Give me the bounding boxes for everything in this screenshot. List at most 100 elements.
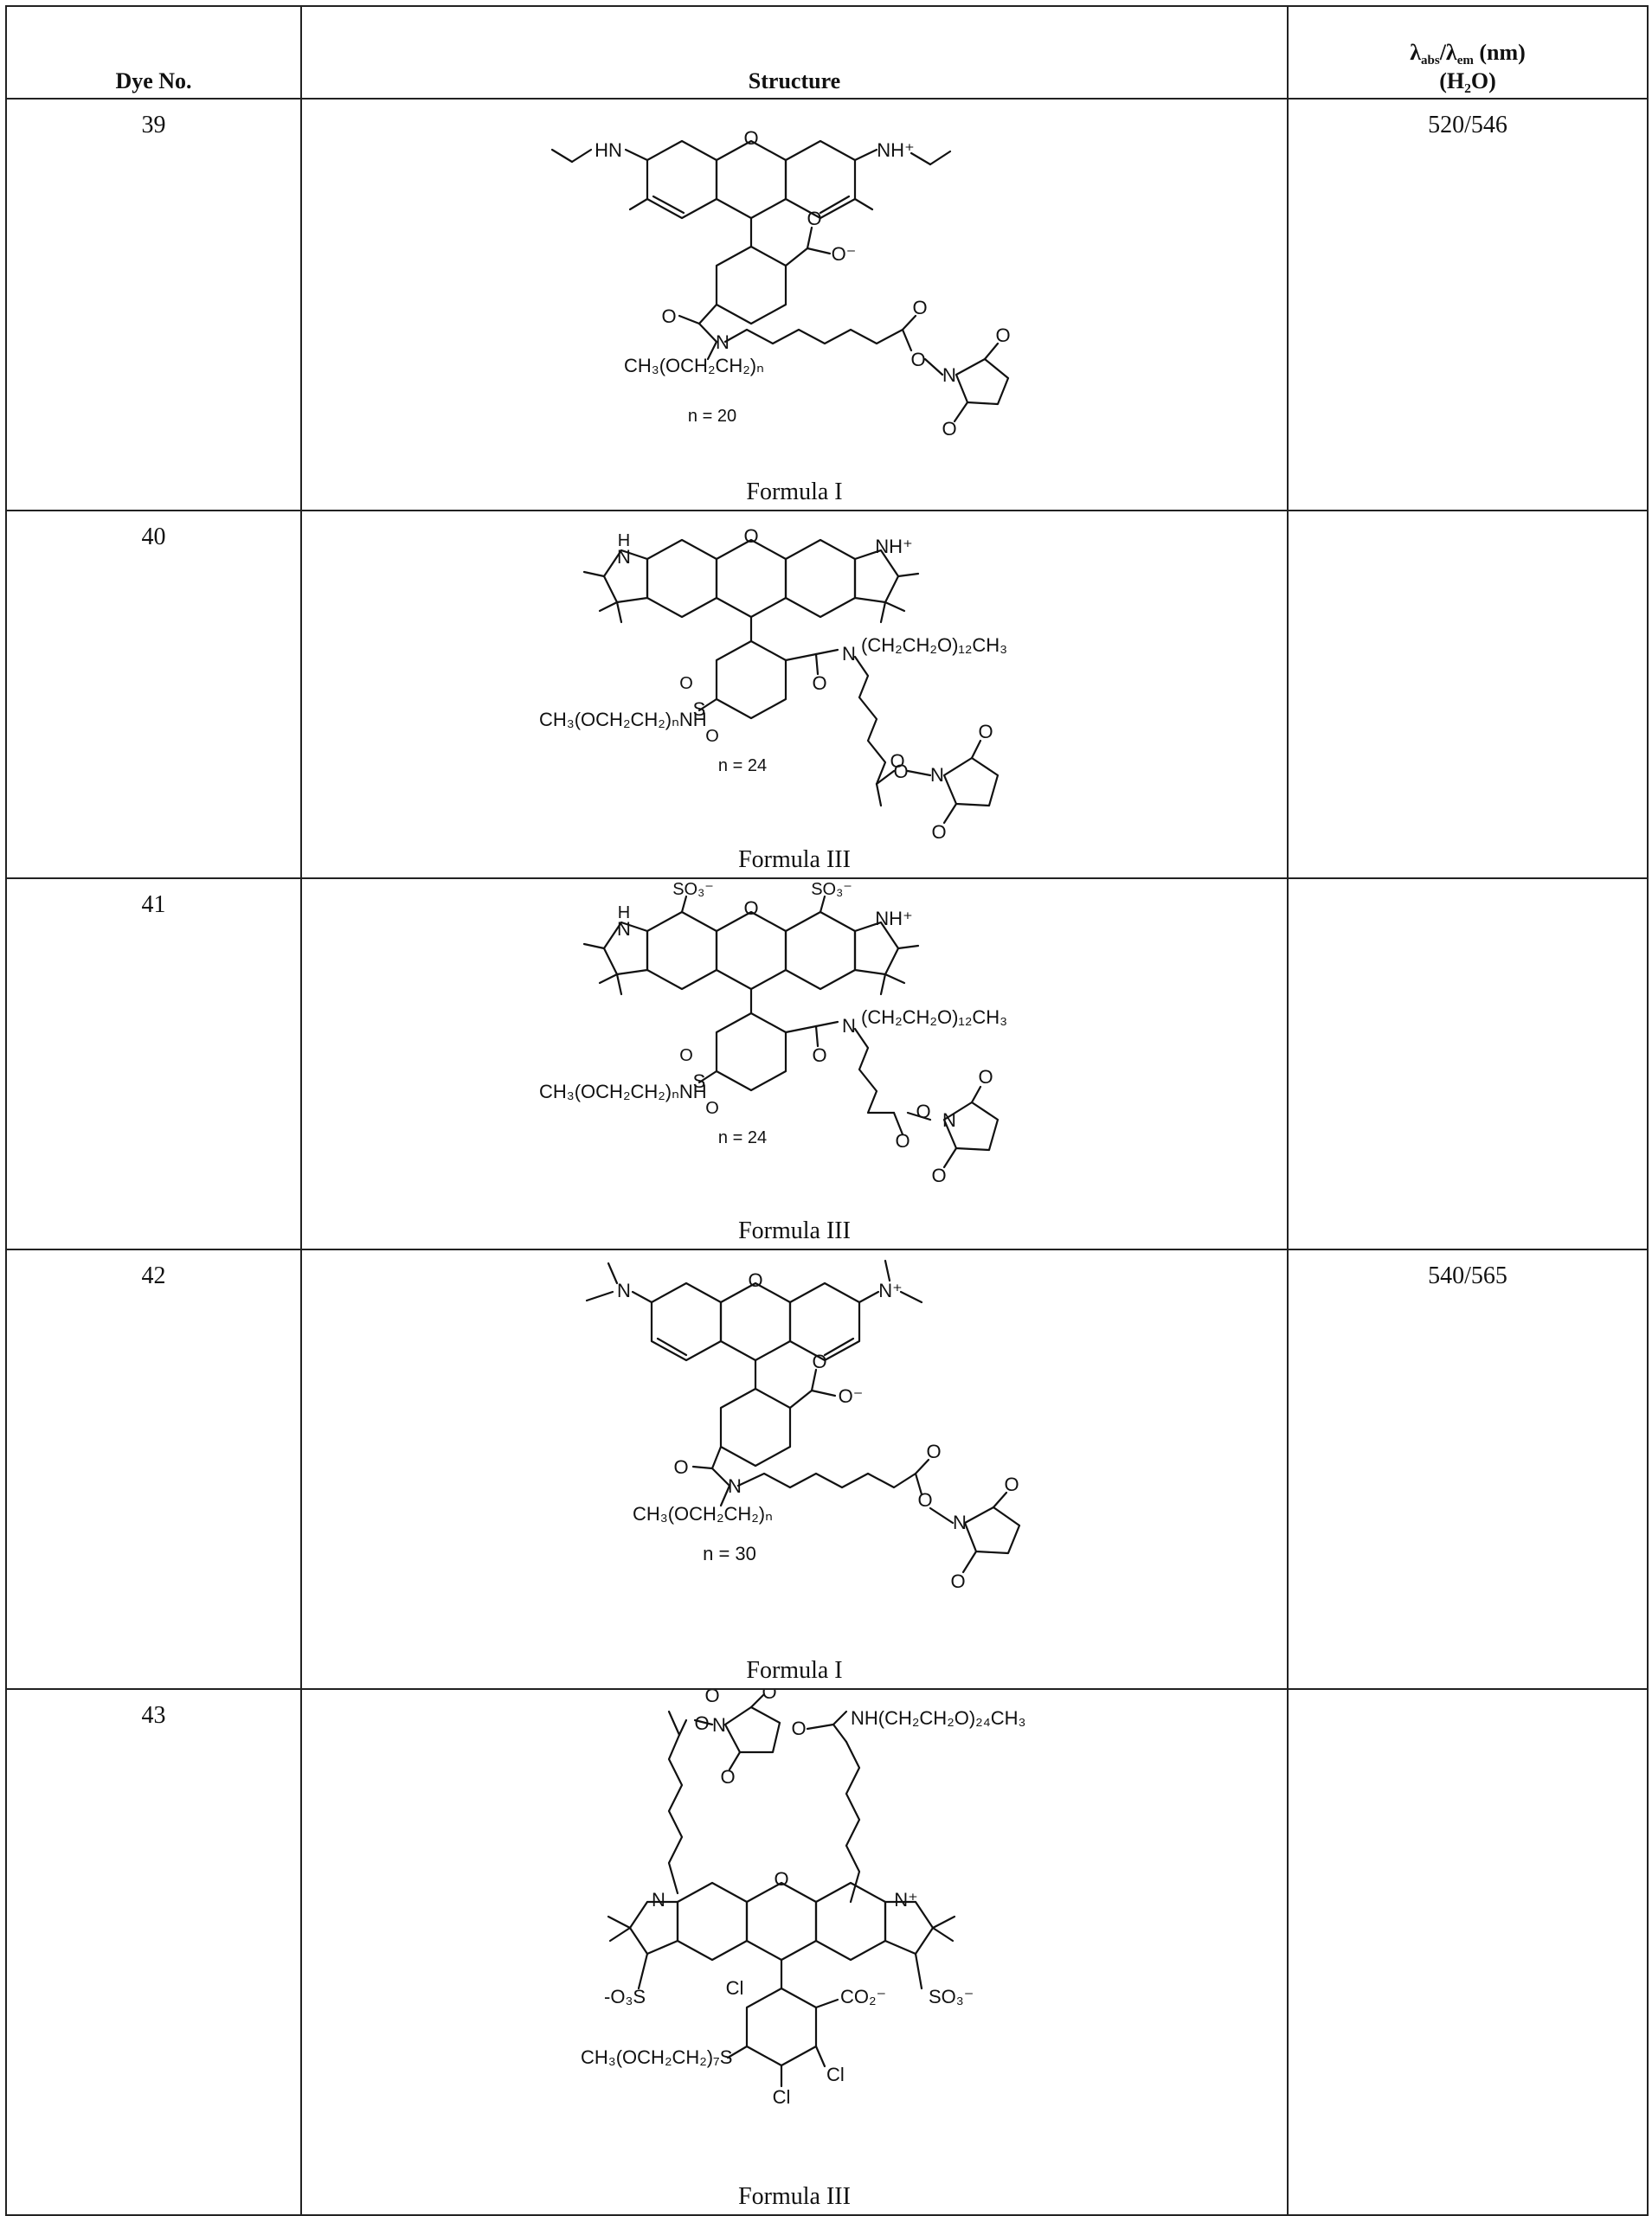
dye-42-structure: N O N⁺ O O⁻ O N O O N O O CH₃(OCH₂CH₂)ₙ … — [305, 1250, 1283, 1657]
formula-label: Formula III — [302, 2183, 1287, 2211]
label-n-succ: N — [942, 1109, 956, 1131]
label-o-succ2: O — [942, 418, 956, 440]
solvent-label: (H₂O) — [1439, 68, 1496, 93]
label-o-succ2: O — [931, 821, 946, 843]
lambda-value: 540/565 — [1288, 1249, 1648, 1689]
label-o-ester: O — [704, 1690, 719, 1706]
label-o-succ1: O — [762, 1690, 776, 1703]
formula-label: Formula I — [302, 479, 1287, 506]
label-n-amide: N — [716, 331, 730, 353]
label-n-succ: N — [930, 764, 944, 786]
lambda-value — [1288, 878, 1648, 1249]
lambda-value: 520/546 — [1288, 99, 1648, 511]
structure-cell: O O N O O O NH(CH₂CH₂O)₂₄CH₃ N O N⁺ -O₃S… — [301, 1689, 1288, 2215]
label-peg-right: (CH₂CH₂O)₁₂CH₃ — [861, 634, 1007, 656]
label-o-link: O — [910, 349, 925, 370]
label-sulfonyl-o1: O — [679, 674, 693, 693]
label-n-succ: N — [942, 364, 956, 386]
label-o-minus: O⁻ — [832, 243, 857, 265]
label-o-ester: O — [895, 1130, 910, 1152]
label-so3-right: SO₃⁻ — [929, 1986, 974, 2007]
structure-cell: N O N⁺ O O⁻ O N O O N O O CH₃(OCH₂CH₂)ₙ … — [301, 1249, 1288, 1689]
label-peg-s: CH₃(OCH₂CH₂)₇S — [581, 2046, 732, 2068]
label-o-ring: O — [743, 897, 758, 919]
label-o-succ1: O — [995, 324, 1010, 346]
label-nh-plus: NH⁺ — [875, 908, 912, 929]
table-row: 40 — [6, 511, 1648, 878]
label-hn: HN — [595, 139, 622, 161]
lambda-slash: /λ — [1440, 40, 1457, 65]
label-peg-right: (CH₂CH₂O)₁₂CH₃ — [861, 1006, 1007, 1028]
label-n-left: N — [617, 546, 631, 568]
table-row: 43 — [6, 1689, 1648, 2215]
formula-label: Formula III — [302, 1217, 1287, 1245]
label-o-ring: O — [743, 525, 758, 547]
label-peg: CH₃(OCH₂CH₂)ₙ — [633, 1503, 773, 1525]
formula-label: Formula III — [302, 846, 1287, 874]
dye-table: Dye No. Structure λabs/λem (nm) (H₂O) 39 — [5, 5, 1649, 2216]
label-n-plus: N⁺ — [894, 1889, 918, 1911]
label-o-amide: O — [812, 672, 826, 694]
label-so3-right: SO₃⁻ — [811, 880, 852, 899]
label-o-ring: O — [743, 127, 758, 149]
header-structure: Structure — [301, 6, 1288, 99]
dye-43-structure: O O N O O O NH(CH₂CH₂O)₂₄CH₃ N O N⁺ -O₃S… — [305, 1690, 1283, 2183]
label-nh-plus: NH⁺ — [877, 139, 914, 161]
label-o-amide: O — [673, 1456, 688, 1478]
table-row: 42 — [6, 1249, 1648, 1689]
label-n-succ: N — [712, 1714, 726, 1736]
table-row: 41 — [6, 878, 1648, 1249]
label-n-plus: N⁺ — [878, 1280, 903, 1301]
label-peg-left: CH₃(OCH₂CH₂)ₙNH — [539, 709, 707, 730]
label-o-link: O — [893, 761, 908, 782]
lambda-value — [1288, 1689, 1648, 2215]
label-n-succ: N — [953, 1512, 967, 1533]
label-sulfonyl-o2: O — [705, 727, 719, 746]
label-n-amide: N — [728, 1475, 742, 1497]
label-nh-peg: NH(CH₂CH₂O)₂₄CH₃ — [851, 1707, 1025, 1729]
dye-41-structure: H N SO₃⁻ SO₃⁻ O NH⁺ N (CH₂CH₂O)₁₂CH₃ O O… — [305, 879, 1283, 1221]
label-n-value: n = 24 — [718, 1128, 767, 1147]
table-row: 39 — [6, 99, 1648, 511]
header-row: Dye No. Structure λabs/λem (nm) (H₂O) — [6, 6, 1648, 99]
label-o-ring: O — [774, 1868, 788, 1890]
structure-cell: H N O NH⁺ N (CH₂CH₂O)₁₂CH₃ O O S O CH₃(O… — [301, 511, 1288, 878]
lambda-unit: (nm) — [1474, 40, 1526, 65]
label-o-succ1: O — [978, 1066, 993, 1088]
label-o-ester: O — [926, 1441, 941, 1462]
label-o-amide: O — [791, 1718, 806, 1739]
label-o-minus: O⁻ — [839, 1385, 864, 1407]
label-o: O — [807, 208, 821, 229]
label-so3-left: SO₃⁻ — [672, 880, 714, 899]
label-o-succ2: O — [950, 1570, 965, 1592]
dye-40-structure: H N O NH⁺ N (CH₂CH₂O)₁₂CH₃ O O S O CH₃(O… — [305, 511, 1283, 849]
label-nh-plus: NH⁺ — [875, 536, 912, 557]
lambda-em-sub: em — [1457, 54, 1474, 67]
dye-number: 42 — [6, 1249, 301, 1689]
label-o-link: O — [917, 1489, 932, 1511]
label-o-succ1: O — [1004, 1474, 1019, 1495]
label-n-left: N — [652, 1889, 665, 1911]
label-o-succ2: O — [720, 1766, 735, 1788]
label-peg: CH₃(OCH₂CH₂)ₙ — [624, 355, 764, 376]
label-n-value: n = 24 — [718, 756, 767, 775]
label-co2: CO₂⁻ — [840, 1986, 886, 2007]
lambda-symbol: λ — [1410, 40, 1421, 65]
label-cl-right: Cl — [826, 2064, 845, 2085]
structure-cell: HN O NH⁺ O O⁻ O N O O N O O CH₃(OCH₂CH₂)… — [301, 99, 1288, 511]
label-so3-left: -O₃S — [604, 1986, 646, 2007]
label-o-ester: O — [912, 297, 927, 318]
label-o-amide: O — [661, 305, 676, 327]
lambda-abs-sub: abs — [1421, 54, 1440, 67]
label-o-succ1: O — [978, 721, 993, 742]
structure-cell: H N SO₃⁻ SO₃⁻ O NH⁺ N (CH₂CH₂O)₁₂CH₃ O O… — [301, 878, 1288, 1249]
label-n-value: n = 20 — [688, 407, 736, 426]
label-o-succ2: O — [931, 1165, 946, 1186]
dye-number: 40 — [6, 511, 301, 878]
label-o-link: O — [916, 1101, 930, 1122]
label-n-value: n = 30 — [703, 1543, 756, 1564]
label-n-amide: N — [842, 643, 856, 665]
dye-number: 43 — [6, 1689, 301, 2215]
header-dye-no: Dye No. — [6, 6, 301, 99]
label-sulfonyl-o2: O — [705, 1099, 719, 1118]
